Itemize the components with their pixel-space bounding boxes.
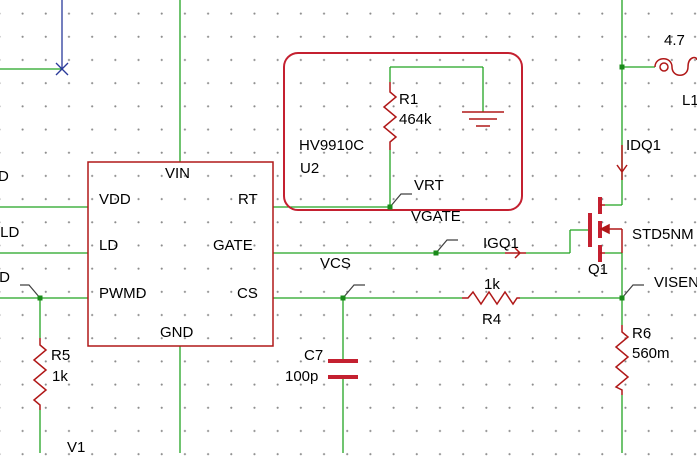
net-label-vdd: D: [0, 168, 9, 185]
r4-value-label: 1k: [484, 276, 500, 293]
resistor-r4-body[interactable]: [462, 290, 520, 306]
ic-pin-gnd: GND: [160, 324, 194, 341]
probe-label-vgate: VGATE: [411, 208, 461, 225]
q1-part-label: STD5NM: [632, 226, 694, 243]
probe-arrow-igq1: [505, 247, 526, 259]
resistor-r1-body[interactable]: [382, 82, 398, 150]
probe-flag-vgate: [435, 239, 458, 254]
probe-flag-vrt: [389, 193, 412, 208]
capacitor-c7-body[interactable]: [328, 359, 358, 379]
ic-pin-vin: VIN: [165, 165, 191, 182]
c7-value-label: 100p: [285, 368, 319, 385]
ic-pin-cs: CS: [237, 285, 258, 302]
highlight-box: [283, 52, 523, 211]
probe-flag-visen: [621, 284, 644, 299]
junctions: [37, 64, 625, 301]
r5-value-label: 1k: [52, 368, 68, 385]
ic-body[interactable]: [87, 161, 274, 347]
probe-label-idq1: IDQ1: [626, 137, 662, 154]
mosfet-q1-leads: [599, 204, 623, 254]
r6-value-label: 560m: [632, 345, 670, 362]
blue-x-b: [55, 62, 69, 76]
probe-label-vcs: VCS: [320, 255, 351, 272]
probe-flag-vcs: [342, 284, 365, 299]
probe-arrow-idq1: [616, 145, 628, 180]
r5-ref-label: R5: [51, 347, 71, 364]
probe-flag-pwmd: [20, 284, 41, 299]
r4-ref-label: R4: [482, 311, 502, 328]
ic-pin-gate: GATE: [213, 237, 253, 254]
ic-pin-pwmd: PWMD: [99, 285, 147, 302]
c7-ref-label: C7: [304, 347, 324, 364]
r1-ref-label: R1: [399, 91, 419, 108]
net-label-ld: /LD: [0, 224, 20, 241]
probe-label-vrt: VRT: [414, 177, 444, 194]
l1-ref-label: L1: [682, 92, 697, 109]
ic-ref-label: U2: [300, 160, 320, 177]
net-label-pwmd: ID: [0, 269, 10, 286]
probe-label-visen: VISEN: [654, 274, 697, 291]
ic-part-label: HV9910C: [299, 137, 365, 154]
v1-ref-label: V1: [67, 439, 86, 456]
ground-icon: [462, 111, 504, 127]
wires: [0, 0, 655, 453]
ic-pin-rt: RT: [238, 191, 258, 208]
ic-pin-vdd: VDD: [99, 191, 131, 208]
mosfet-q1-body[interactable]: [588, 197, 602, 262]
probe-label-igq1: IGQ1: [483, 235, 519, 252]
l1-value-label: 4.7: [664, 32, 685, 49]
r6-ref-label: R6: [632, 325, 652, 342]
ic-pin-ld: LD: [99, 237, 119, 254]
resistor-r5-body[interactable]: [32, 338, 48, 410]
probe-flags: [20, 193, 644, 299]
blue-wire: [55, 0, 69, 76]
r1-value-label: 464k: [399, 111, 432, 128]
resistor-r6-body[interactable]: [614, 325, 630, 395]
q1-ref-label: Q1: [588, 261, 609, 278]
inductor-l1-body[interactable]: [654, 56, 697, 76]
